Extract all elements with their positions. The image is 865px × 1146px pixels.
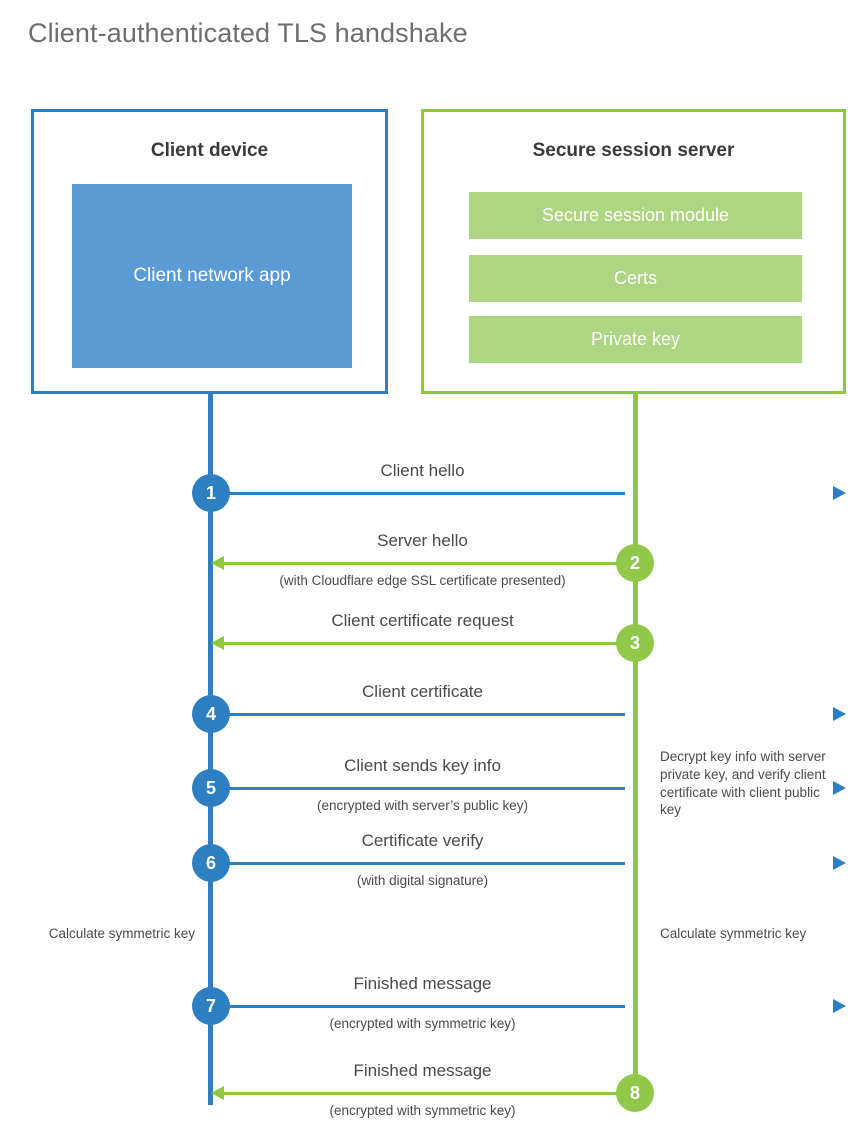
message-label-1: Client hello — [380, 461, 465, 480]
client-network-app-label: Client network app — [133, 265, 291, 287]
client-device-box: Client device Client network app — [31, 109, 388, 394]
message-sublabel-2: (with Cloudflare edge SSL certificate pr… — [279, 573, 566, 588]
server-component-secure-session-module: Secure session module — [469, 192, 802, 239]
step-marker-7[interactable]: 7 — [192, 987, 230, 1025]
step-number: 6 — [205, 852, 216, 873]
message-arrow-3 — [211, 636, 634, 650]
page-title: Client-authenticated TLS handshake — [28, 18, 468, 48]
message-label-4: Client certificate — [362, 682, 483, 701]
message-arrow-6 — [211, 856, 846, 870]
arrow-head-right-icon — [833, 486, 846, 500]
server-component-private-key: Private key — [469, 316, 802, 363]
note-client-symmetric-key: Calculate symmetric key — [48, 926, 195, 941]
message-arrow-4 — [211, 707, 846, 721]
arrow-head-left-icon — [211, 1086, 224, 1100]
server-component-certs: Certs — [469, 255, 802, 302]
message-arrow-8 — [211, 1086, 634, 1100]
step-number: 1 — [205, 482, 216, 503]
arrow-head-left-icon — [211, 636, 224, 650]
arrow-head-right-icon — [833, 781, 846, 795]
message-arrow-5 — [211, 781, 846, 795]
arrow-head-right-icon — [833, 856, 846, 870]
server-component-label: Private key — [590, 329, 681, 349]
message-sublabel-8: (encrypted with symmetric key) — [329, 1103, 516, 1118]
message-sublabel-6: (with digital signature) — [356, 873, 489, 888]
step-number: 5 — [205, 777, 216, 798]
message-label-6: Certificate verify — [361, 831, 484, 850]
step-marker-3[interactable]: 3 — [616, 624, 654, 662]
arrow-head-right-icon — [833, 999, 846, 1013]
arrow-head-right-icon — [833, 707, 846, 721]
step-marker-4[interactable]: 4 — [192, 695, 230, 733]
client-device-title: Client device — [150, 140, 269, 161]
step-number: 7 — [205, 995, 216, 1016]
arrow-head-left-icon — [211, 556, 224, 570]
message-sublabel-7: (encrypted with symmetric key) — [329, 1016, 516, 1031]
step-number: 2 — [629, 552, 640, 573]
secure-session-server-box: Secure session server Secure session mod… — [421, 109, 846, 394]
step-marker-6[interactable]: 6 — [192, 844, 230, 882]
message-label-3: Client certificate request — [331, 611, 514, 630]
step-number: 3 — [629, 632, 640, 653]
step-marker-2[interactable]: 2 — [616, 544, 654, 582]
client-lifeline — [208, 393, 213, 1105]
secure-session-server-title: Secure session server — [532, 140, 735, 161]
server-lifeline — [633, 393, 638, 1095]
step-number: 4 — [205, 703, 216, 724]
message-arrow-7 — [211, 999, 846, 1013]
step-marker-1[interactable]: 1 — [192, 474, 230, 512]
server-component-label: Certs — [613, 268, 657, 288]
message-label-8: Finished message — [353, 1061, 492, 1080]
server-component-label: Secure session module — [541, 205, 730, 225]
message-label-5: Client sends key info — [344, 756, 501, 775]
message-label-2: Server hello — [377, 531, 468, 550]
note-server-decrypt: Decrypt key info with server private key… — [660, 749, 826, 818]
message-arrow-2 — [211, 556, 634, 570]
step-marker-5[interactable]: 5 — [192, 769, 230, 807]
client-network-app-block: Client network app — [72, 184, 352, 368]
message-label-7: Finished message — [353, 974, 492, 993]
step-number: 8 — [629, 1082, 640, 1103]
step-marker-8[interactable]: 8 — [616, 1074, 654, 1112]
note-server-symmetric-key: Calculate symmetric key — [660, 926, 807, 941]
message-sublabel-5: (encrypted with server’s public key) — [316, 798, 529, 813]
message-arrow-1 — [211, 486, 846, 500]
